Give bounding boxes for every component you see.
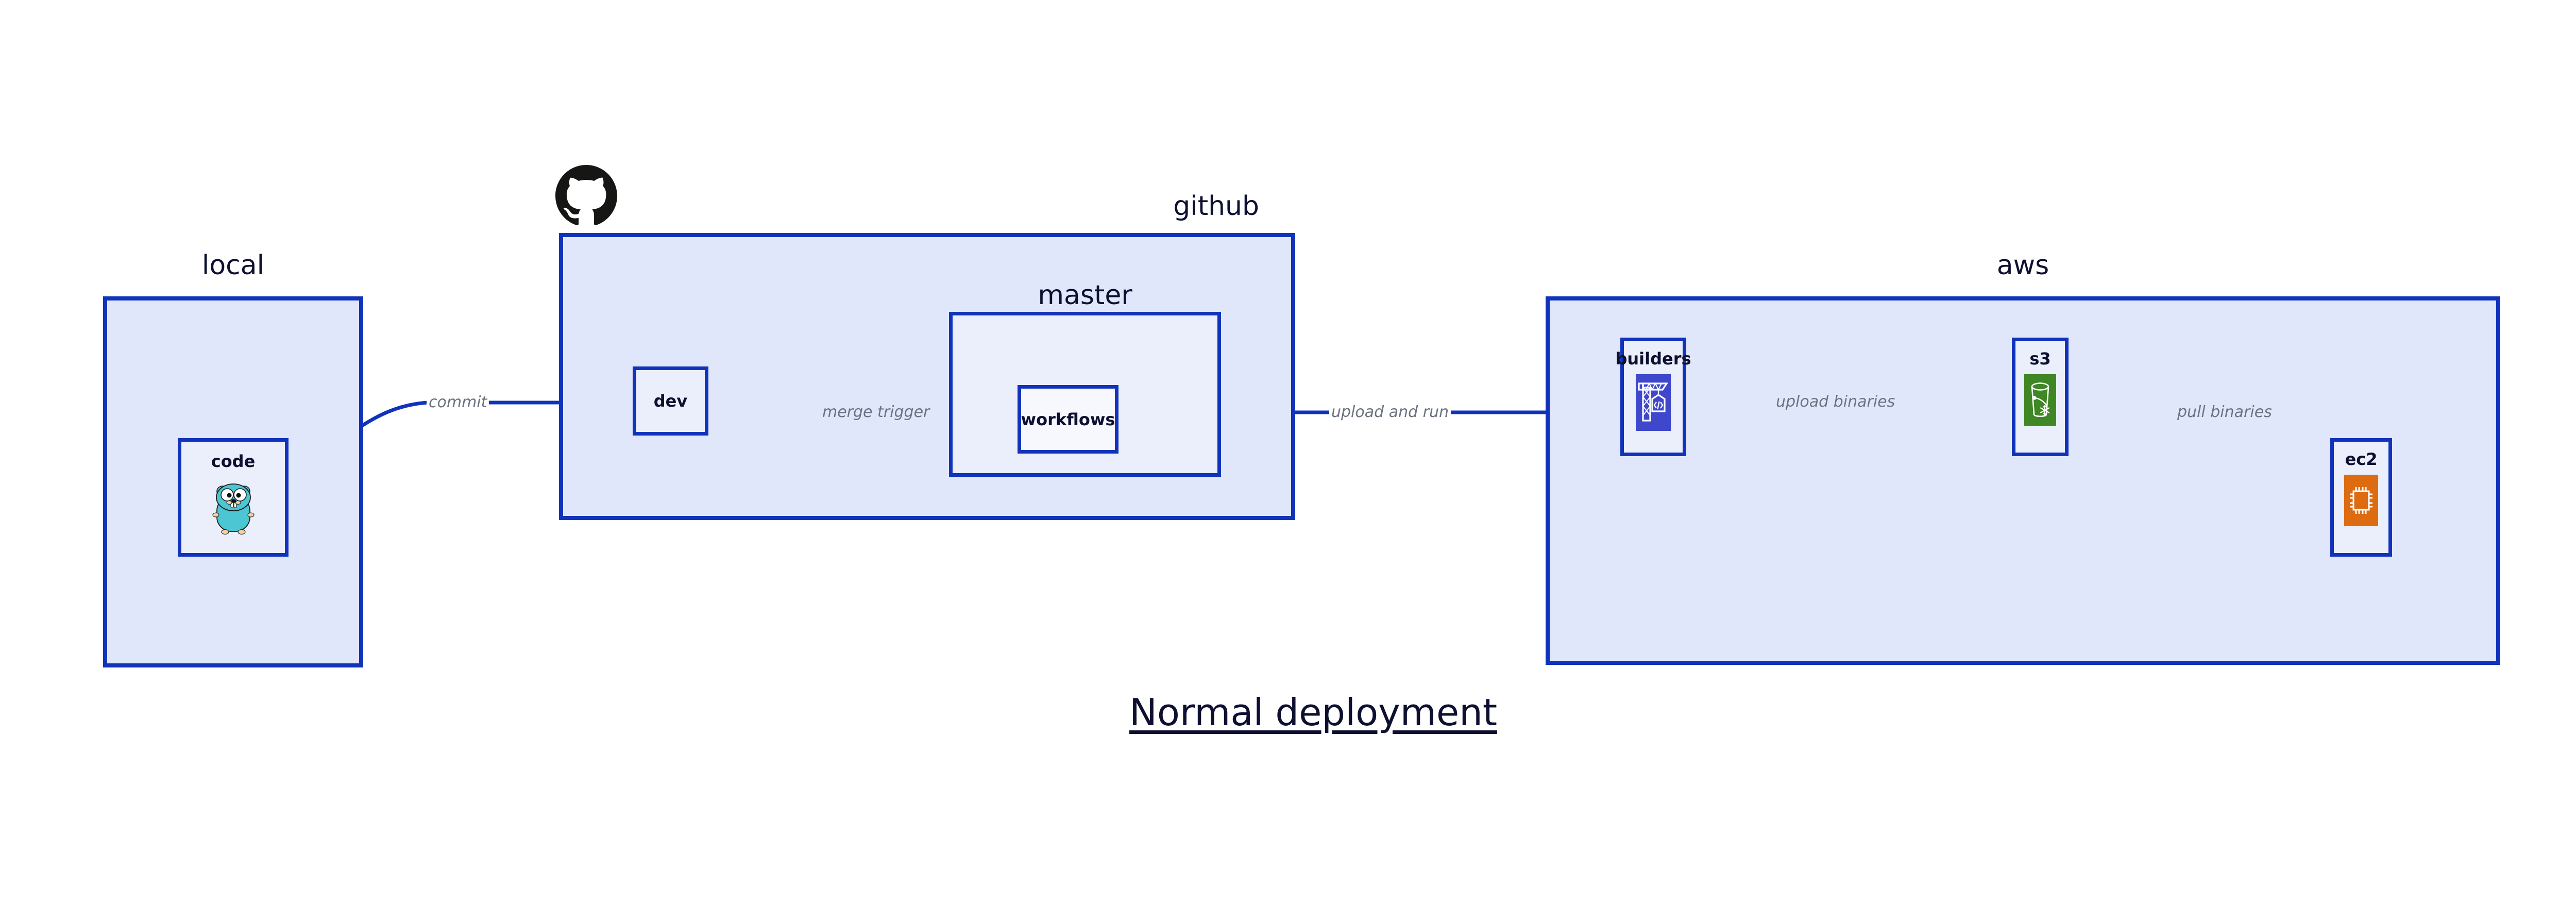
node-label-s3: s3 [2029,349,2051,369]
node-label-dev: dev [653,391,688,411]
aws-s3-glacier-bucket-icon [2024,374,2056,428]
node-label-code: code [211,452,256,471]
node-ec2[interactable]: ec2 [2330,438,2392,557]
edge-label-pull-binaries: pull binaries [2175,405,2274,420]
edge-label-merge-trigger: merge trigger [820,405,932,420]
edge-label-commit: commit [427,395,489,410]
node-code[interactable]: code [178,438,289,557]
go-gopher-icon [210,478,257,538]
aws-codebuild-crane-icon [1636,374,1671,433]
node-builders[interactable]: builders [1615,338,1691,456]
group-box-local [103,296,363,667]
node-label-workflows: workflows [1021,409,1115,429]
node-workflows[interactable]: workflows [1018,385,1118,454]
node-dev[interactable]: dev [633,366,708,436]
github-octocat-logo [555,165,617,229]
node-s3[interactable]: s3 [2012,338,2069,456]
node-label-builders: builders [1615,349,1691,369]
aws-ec2-chip-icon [2344,475,2378,528]
group-label-aws: aws [1996,250,2049,281]
edge-label-upload-and-run: upload and run [1329,405,1451,420]
diagram-title: Normal deployment [1129,691,1498,734]
group-label-github: github [1173,191,1259,222]
group-label-local: local [201,250,265,281]
node-label-ec2: ec2 [2345,449,2378,469]
edge-label-upload-binaries: upload binaries [1774,394,1897,410]
group-label-master: master [1038,280,1132,311]
